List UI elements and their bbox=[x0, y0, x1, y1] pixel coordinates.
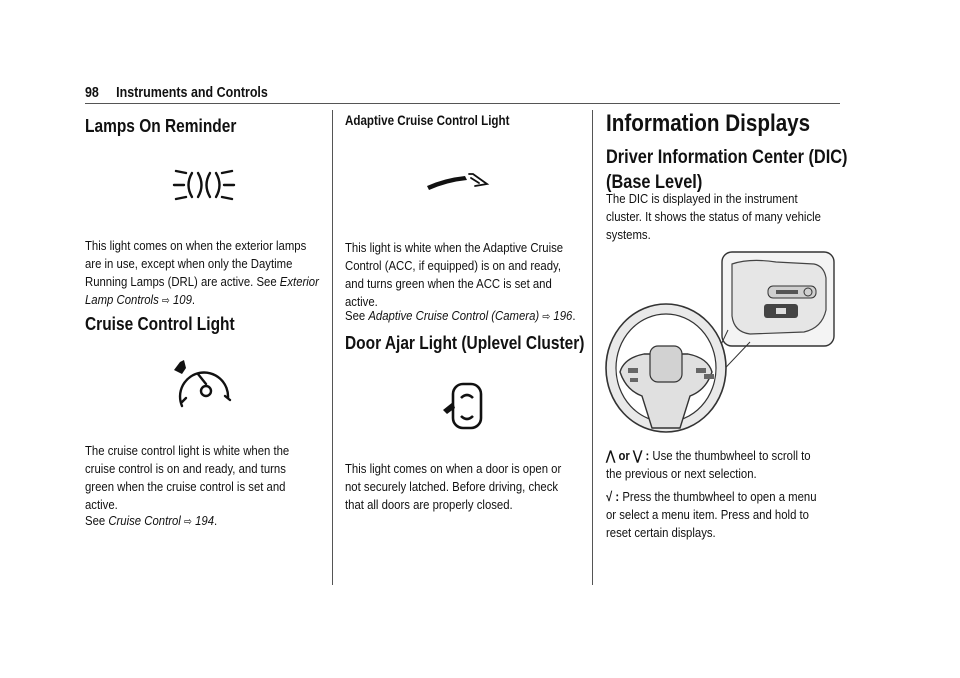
door-ajar-description: This light comes on when a door is open … bbox=[345, 461, 562, 512]
dic-heading: Driver Information Center (DIC) (Base Le… bbox=[606, 147, 848, 193]
dic-description: The DIC is displayed in the instrument c… bbox=[606, 191, 821, 242]
column-divider-2 bbox=[592, 110, 593, 585]
section-title: Instruments and Controls bbox=[116, 85, 268, 101]
header-rule bbox=[85, 103, 840, 104]
page-ref-109[interactable]: 109 bbox=[173, 292, 192, 307]
lamps-description: This light comes on when the exterior la… bbox=[85, 238, 319, 307]
adaptive-cruise-icon bbox=[425, 170, 491, 192]
exterior-lamp-link-cont[interactable]: Lamp Controls bbox=[85, 292, 159, 307]
page-reference-arrow-icon: ⇨ bbox=[183, 516, 192, 528]
cruise-heading: Cruise Control Light bbox=[85, 314, 235, 334]
acc-heading: Adaptive Cruise Control Light bbox=[345, 113, 510, 128]
door-ajar-heading: Door Ajar Light (Uplevel Cluster) bbox=[345, 333, 585, 353]
acc-description: This light is white when the Adaptive Cr… bbox=[345, 240, 564, 309]
page-header: 98 Instruments and Controls bbox=[85, 85, 298, 101]
select-symbol: √ bbox=[606, 489, 613, 504]
adaptive-cruise-link[interactable]: Adaptive Cruise Control (Camera) bbox=[368, 308, 540, 323]
lamps-on-reminder-icon bbox=[172, 163, 236, 207]
cruise-description: The cruise control light is white when t… bbox=[85, 443, 290, 512]
steering-wheel-illustration bbox=[600, 250, 840, 440]
cruise-control-link[interactable]: Cruise Control bbox=[108, 513, 181, 528]
column-divider-1 bbox=[332, 110, 333, 585]
scroll-down-symbol: ⋁ bbox=[632, 448, 643, 463]
scroll-up-symbol: ⋀ bbox=[606, 448, 616, 463]
exterior-lamp-link[interactable]: Exterior bbox=[279, 274, 319, 289]
cruise-see-reference: See Cruise Control ⇨ 194. bbox=[85, 513, 218, 528]
select-instruction: √ : Press the thumbwheel to open a menu … bbox=[606, 489, 817, 540]
page-reference-arrow-icon: ⇨ bbox=[542, 311, 551, 323]
scroll-instruction: ⋀ or ⋁ : Use the thumbwheel to scroll to… bbox=[606, 448, 811, 481]
page-number: 98 bbox=[85, 85, 99, 101]
page-ref-194[interactable]: 194 bbox=[195, 513, 215, 528]
page-ref-196[interactable]: 196 bbox=[553, 308, 573, 323]
information-displays-heading: Information Displays bbox=[606, 110, 811, 137]
page-reference-arrow-icon: ⇨ bbox=[161, 295, 170, 307]
acc-see-reference: See Adaptive Cruise Control (Camera) ⇨ 1… bbox=[345, 308, 576, 323]
lamps-heading: Lamps On Reminder bbox=[85, 116, 237, 136]
cruise-control-icon bbox=[170, 358, 236, 414]
door-ajar-icon bbox=[441, 380, 485, 432]
